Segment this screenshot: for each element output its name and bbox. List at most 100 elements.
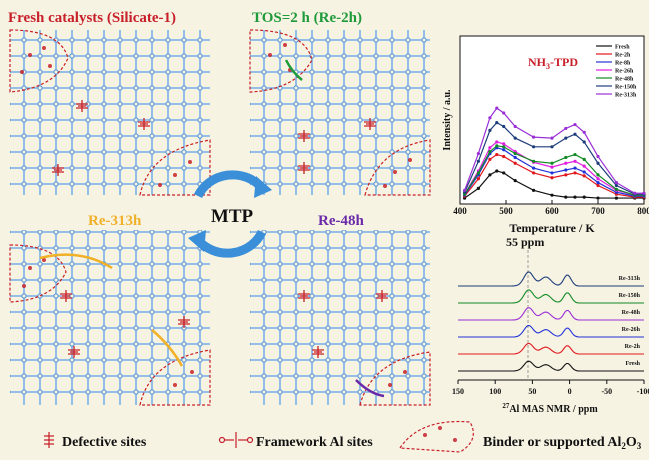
nh3-data-point (573, 195, 577, 199)
nmr-series-label: Re-2h (625, 344, 641, 350)
fresh-title: Fresh catalysts (Silicate-1) (8, 10, 176, 26)
nmr-spectrum-line (458, 271, 644, 287)
nh3-data-point (596, 183, 600, 188)
binder-re313h-top (9, 244, 67, 303)
legend-bar: Defective sites Framework Al sites Binde… (44, 432, 642, 451)
nh3-data-point (532, 166, 536, 170)
nh3-data-point (573, 132, 577, 136)
nh3-data-point (614, 180, 619, 185)
nh3-data-point (532, 188, 536, 192)
nh3-xtick-label: 500 (499, 206, 513, 216)
coke-trail-re2h (284, 59, 303, 81)
nh3-data-point (582, 157, 586, 161)
nh3-legend-label: Re-2h (615, 53, 631, 59)
nh3-data-point (582, 140, 586, 144)
nh3-data-point (502, 145, 506, 149)
nh3-data-point (488, 150, 492, 154)
nh3-data-point (550, 145, 554, 149)
legend-binder: Binder or supported Al2O3 (483, 435, 642, 451)
nh3-data-point (513, 161, 517, 165)
defect-site (312, 346, 324, 358)
nh3-data-point (573, 171, 577, 175)
nh3-data-point (488, 157, 492, 161)
nh3-data-point (564, 126, 568, 131)
nh3-legend: FreshRe-2hRe-8hRe-26hRe-48hRe-150hRe-313… (596, 45, 637, 99)
nh3-data-point (564, 155, 568, 160)
defect-site (298, 130, 310, 142)
nh3-data-point (550, 161, 554, 165)
nh3-xlabel: Temperature / K (509, 221, 595, 235)
nh3-ylabel: Intensity / a.u. (442, 89, 453, 151)
nh3-data-point (550, 176, 554, 180)
nmr-xlabel: 27Al MAS NMR / ppm (502, 402, 598, 415)
binder-re48h-bottom (359, 351, 431, 406)
nh3-tpd-chart: NH3-TPD FreshRe-2hRe-8hRe-26hRe-48hRe-15… (442, 35, 649, 235)
nh3-data-point (502, 111, 506, 115)
nh3-data-point (564, 161, 568, 165)
nh3-data-point (513, 124, 517, 129)
nh3-data-point (596, 154, 600, 159)
mtp-label: MTP (211, 206, 254, 227)
re313h-title: Re-313h (88, 213, 142, 229)
nh3-legend-label: Re-48h (615, 77, 634, 83)
binder-re2h-bottom (364, 139, 431, 196)
nmr-xtick-label: -100 (637, 387, 649, 396)
defect-site (376, 290, 388, 302)
nmr-xtick-label: 50 (528, 387, 536, 396)
defect-site (178, 316, 190, 328)
lattice-grids (10, 30, 430, 405)
nh3-data-point (495, 140, 499, 144)
nh3-data-point (582, 164, 586, 168)
nh3-data-point (614, 187, 619, 191)
nmr-spectrum-line (458, 342, 644, 355)
nh3-data-point (633, 191, 637, 195)
nh3-data-point (488, 116, 492, 120)
defect-site (364, 118, 376, 130)
nh3-data-point (573, 152, 577, 157)
nh3-data-point (513, 151, 517, 156)
nh3-data-point (495, 144, 499, 148)
nmr-series-label: Re-150h (619, 293, 641, 299)
nh3-data-point (550, 165, 554, 169)
nh3-legend-label: Re-313h (615, 93, 637, 99)
legend-defective: Defective sites (62, 435, 147, 450)
defect-site (138, 118, 150, 130)
coke-trail-re313h-a (39, 253, 113, 270)
nh3-data-point (476, 151, 480, 156)
defective-site-icon (44, 432, 54, 448)
nh3-data-point (488, 173, 492, 177)
nh3-data-point (596, 180, 600, 185)
coke-trail-re48h (355, 379, 385, 398)
nh3-data-point (550, 171, 554, 175)
nh3-data-point (532, 135, 536, 139)
nh3-data-point (495, 169, 499, 173)
nmr-series-label: Re-48h (622, 310, 641, 316)
nh3-data-point (564, 173, 568, 177)
defect-site (298, 290, 310, 302)
nh3-legend-label: Re-150h (615, 85, 637, 91)
nh3-data-point (582, 130, 586, 134)
nh3-data-point (513, 179, 517, 183)
nh3-data-point (463, 188, 467, 192)
nh3-data-point (502, 148, 506, 152)
nh3-data-point (642, 191, 646, 195)
nmr-xtick-label: 100 (489, 387, 501, 396)
nh3-data-point (550, 193, 554, 197)
nh3-data-point (564, 136, 568, 140)
defect-site (76, 100, 88, 112)
nh3-data-point (532, 171, 536, 175)
nmr-peak-label: 55 ppm (506, 235, 544, 249)
nh3-data-point (532, 145, 536, 149)
nh3-data-point (502, 154, 506, 159)
nh3-xtick-label: 700 (591, 206, 605, 216)
nh3-data-point (596, 177, 600, 181)
nh3-xtick-label: 800 (637, 206, 649, 216)
re48h-title: Re-48h (318, 213, 364, 229)
binder-dots (20, 43, 457, 442)
nh3-data-point (582, 174, 586, 178)
nmr-xtick-label: 150 (452, 387, 464, 396)
nh3-data-point (573, 166, 577, 170)
nmr-spectrum-line (458, 289, 644, 304)
